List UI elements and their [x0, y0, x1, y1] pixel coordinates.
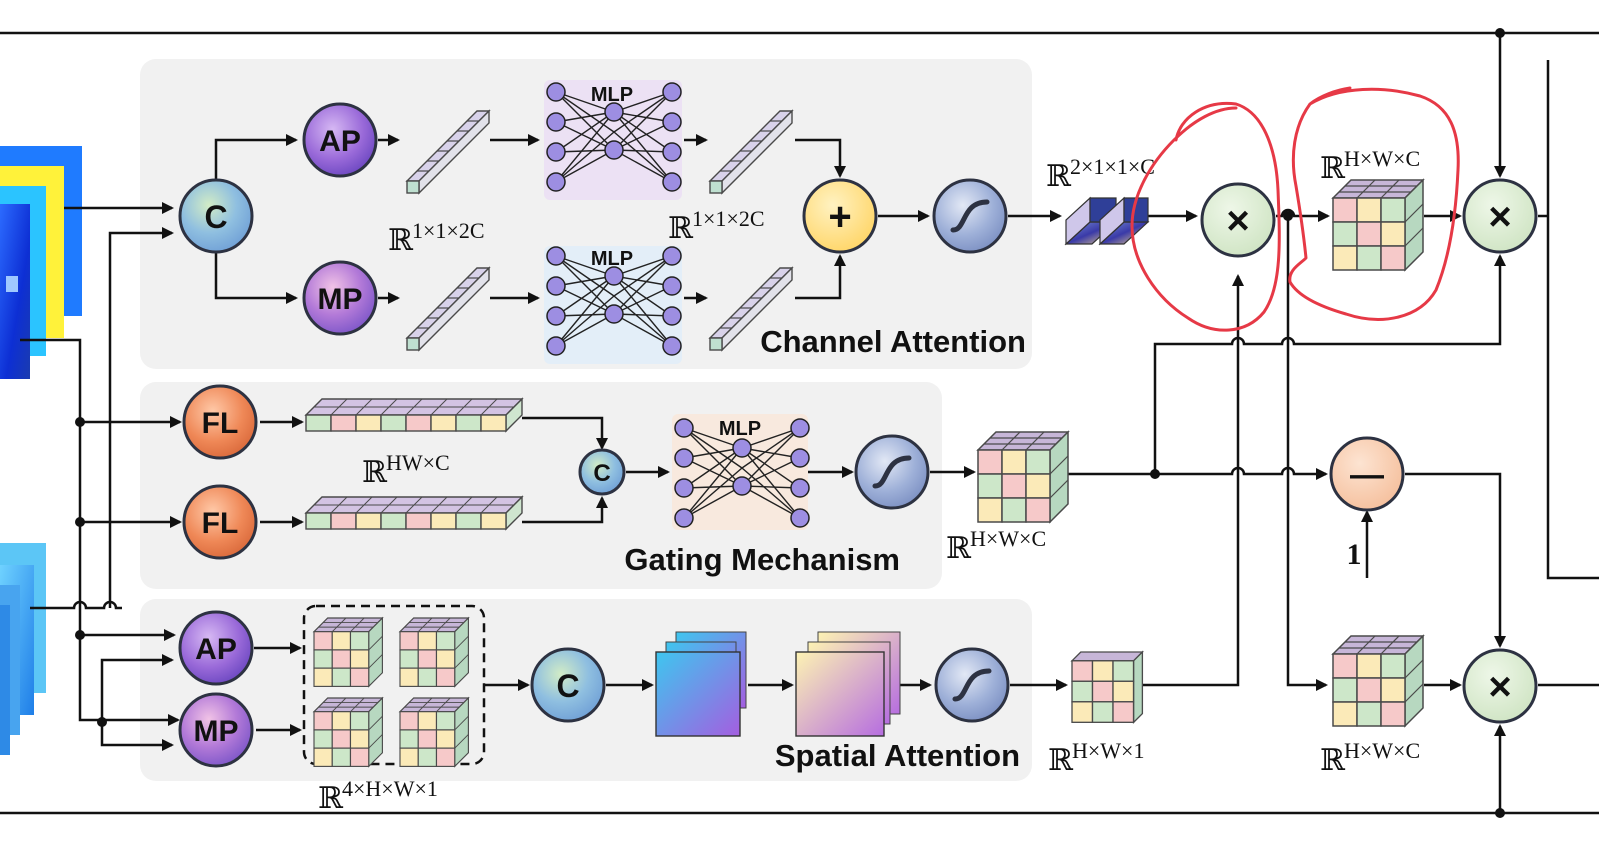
avg-pool-node-channel: AP: [302, 102, 378, 178]
svg-text:H×W×C: H×W×C: [1344, 738, 1420, 763]
svg-text:—: —: [1350, 456, 1384, 494]
minus-node: —: [1329, 436, 1405, 512]
svg-text:ℝ: ℝ: [1320, 152, 1346, 185]
outer-frame: [0, 31, 1599, 815]
dim-label-pooled: ℝ 4×H×W×1: [318, 776, 438, 815]
svg-text:4×H×W×1: 4×H×W×1: [342, 776, 438, 801]
dim-label-channel-weights: ℝ 2×1×1×C: [1046, 154, 1155, 193]
channel-weight-bars: [1064, 196, 1150, 246]
svg-text:ℝ: ℝ: [388, 224, 414, 257]
svg-text:ℝ: ℝ: [1320, 744, 1346, 777]
svg-text:FL: FL: [202, 407, 239, 440]
feature-cube-icon: [977, 431, 1069, 523]
multiply-node-channel: ×: [1200, 182, 1276, 258]
svg-text:C: C: [204, 199, 227, 235]
svg-text:MP: MP: [318, 283, 363, 316]
svg-text:H×W×1: H×W×1: [1072, 738, 1144, 763]
flatten-node-2: FL: [182, 484, 258, 560]
multiply-node-bottom-right: ×: [1462, 648, 1538, 724]
avg-pool-node-spatial: AP: [178, 610, 254, 686]
feature-cube-icon: [1332, 179, 1424, 271]
input-image-stack-bottom: [0, 543, 46, 755]
svg-text:C: C: [556, 668, 579, 704]
svg-text:ℝ: ℝ: [1048, 744, 1074, 777]
svg-text:MP: MP: [194, 715, 239, 748]
dim-label-mlp-bar: ℝ 1×1×2C: [668, 206, 765, 245]
sigmoid-node-channel: [934, 180, 1006, 252]
svg-text:ℝ: ℝ: [668, 212, 694, 245]
svg-text:AP: AP: [319, 125, 361, 158]
spatial-attention-title: Spatial Attention: [775, 738, 1020, 773]
concat-node-gating: C: [578, 448, 626, 496]
svg-text:×: ×: [1488, 195, 1511, 239]
gating-mechanism-title: Gating Mechanism: [624, 542, 900, 577]
max-pool-node-spatial: MP: [178, 692, 254, 768]
mlp-block-gating: MLP: [672, 414, 810, 530]
flattened-feature-icon: [305, 398, 523, 432]
svg-text:H×W×C: H×W×C: [1344, 146, 1420, 171]
add-node: +: [802, 178, 878, 254]
svg-text:C: C: [593, 460, 610, 487]
concat-node-spatial: C: [530, 647, 606, 723]
concat-node-channel: C: [178, 178, 254, 254]
svg-text:ℝ: ℝ: [362, 456, 388, 489]
svg-text:ℝ: ℝ: [1046, 160, 1072, 193]
feature-cube-icon: [313, 697, 383, 767]
red-annotation-circles: [1130, 86, 1460, 332]
flattened-feature-icon: [305, 496, 523, 530]
svg-text:H×W×C: H×W×C: [970, 526, 1046, 551]
feature-cube-icon: [313, 617, 383, 687]
svg-text:1×1×2C: 1×1×2C: [412, 218, 485, 243]
feature-cube-icon: [399, 697, 469, 767]
svg-text:1×1×2C: 1×1×2C: [692, 206, 765, 231]
feature-cube-icon: [399, 617, 469, 687]
dim-label-bottom-cube: ℝ H×W×C: [1320, 738, 1420, 777]
feature-map-icon: [795, 631, 901, 737]
dim-label-ap-bar: ℝ 1×1×2C: [388, 218, 485, 257]
svg-text:MLP: MLP: [591, 84, 633, 106]
spatial-weight-cube: [1071, 651, 1144, 724]
pooled-maps-group: [302, 604, 486, 766]
dim-label-flatten: ℝ HW×C: [362, 450, 450, 489]
svg-text:MLP: MLP: [591, 248, 633, 270]
svg-text:MLP: MLP: [719, 418, 761, 440]
sigmoid-node-gating: [856, 436, 928, 508]
svg-text:ℝ: ℝ: [318, 782, 344, 815]
svg-text:FL: FL: [202, 507, 239, 540]
dim-label-gating-cube: ℝ H×W×C: [946, 526, 1046, 565]
svg-text:2×1×1×C: 2×1×1×C: [1070, 154, 1155, 179]
feature-cube-icon: [1332, 635, 1424, 727]
dim-label-spatial-cube: ℝ H×W×1: [1048, 738, 1144, 777]
max-pool-node-channel: MP: [302, 260, 378, 336]
multiply-node-top-right: ×: [1462, 178, 1538, 254]
constant-one: 1: [1347, 538, 1362, 571]
svg-text:+: +: [828, 195, 851, 239]
svg-text:×: ×: [1488, 665, 1511, 709]
svg-text:×: ×: [1226, 199, 1249, 243]
svg-text:ℝ: ℝ: [946, 532, 972, 565]
flatten-node-1: FL: [182, 384, 258, 460]
svg-text:HW×C: HW×C: [386, 450, 450, 475]
svg-text:AP: AP: [195, 633, 237, 666]
mlp-block-top: MLP: [544, 80, 682, 200]
channel-attention-title: Channel Attention: [760, 324, 1026, 359]
dim-label-top-cube: ℝ H×W×C: [1320, 146, 1420, 185]
mlp-block-bottom: MLP: [544, 246, 682, 364]
wires: [20, 28, 1599, 818]
sigmoid-node-spatial: [936, 649, 1008, 721]
input-image-stack-top: [0, 146, 82, 379]
feature-map-icon: [655, 631, 747, 737]
